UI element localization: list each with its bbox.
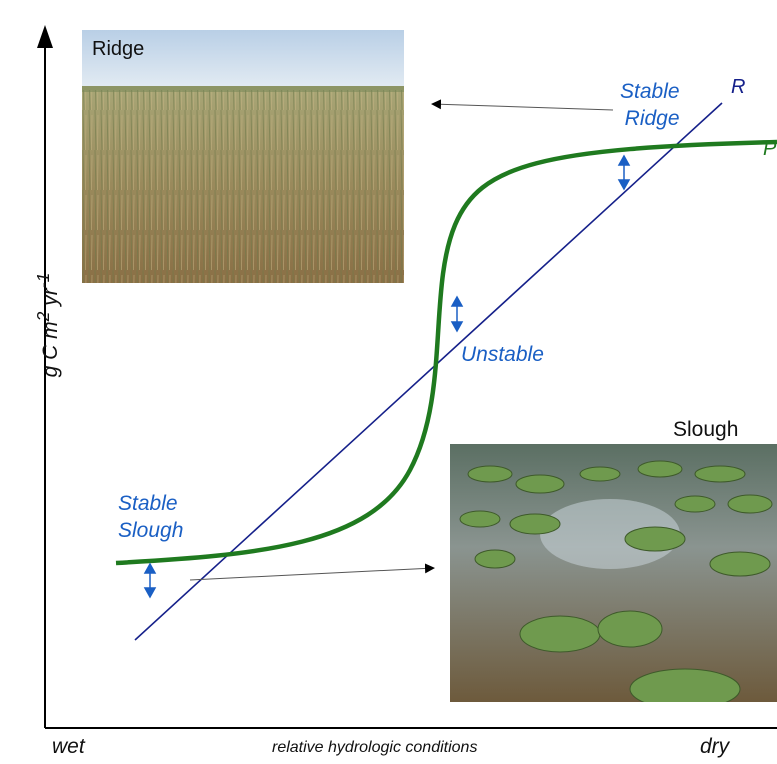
water-lily-image [450,444,777,702]
stability-arrow-unstable [450,295,464,333]
x-axis-dry-label: dry [700,735,730,758]
x-axis-label: relative hydrologic conditions [272,739,478,756]
y-label-exponent-2: -1 [33,272,53,289]
stable-ridge-label: Stable Ridge [620,78,680,132]
stable-ridge-line2: Ridge [624,107,680,130]
y-axis [37,25,53,728]
y-axis-label: g C m2 yr-1 [33,225,63,425]
stable-slough-label: Stable Slough [118,490,183,544]
ridge-photo: Ridge [82,30,404,283]
ridge-pointer-arrow [431,99,614,111]
r-curve-label: R [731,76,746,98]
stable-ridge-line1: Stable [620,80,680,103]
stability-arrow-ridge [617,154,631,191]
sawgrass-image [82,30,404,283]
ridge-label: Ridge [92,38,145,60]
slough-label: Slough [673,418,739,441]
stable-slough-line2: Slough [118,519,184,542]
y-label-exponent-1: 2 [33,311,53,322]
unstable-label: Unstable [461,343,544,366]
x-axis-wet-label: wet [52,735,85,758]
slough-pointer-arrow [189,563,435,581]
respiration-line [134,102,723,641]
stability-arrow-slough [143,562,157,599]
production-curve [115,139,777,566]
p-curve-label: P [763,138,777,160]
y-label-prefix: g C m [39,321,62,378]
y-label-mid: yr [39,288,62,312]
slough-photo [450,444,777,702]
stable-slough-line1: Stable [118,492,178,515]
